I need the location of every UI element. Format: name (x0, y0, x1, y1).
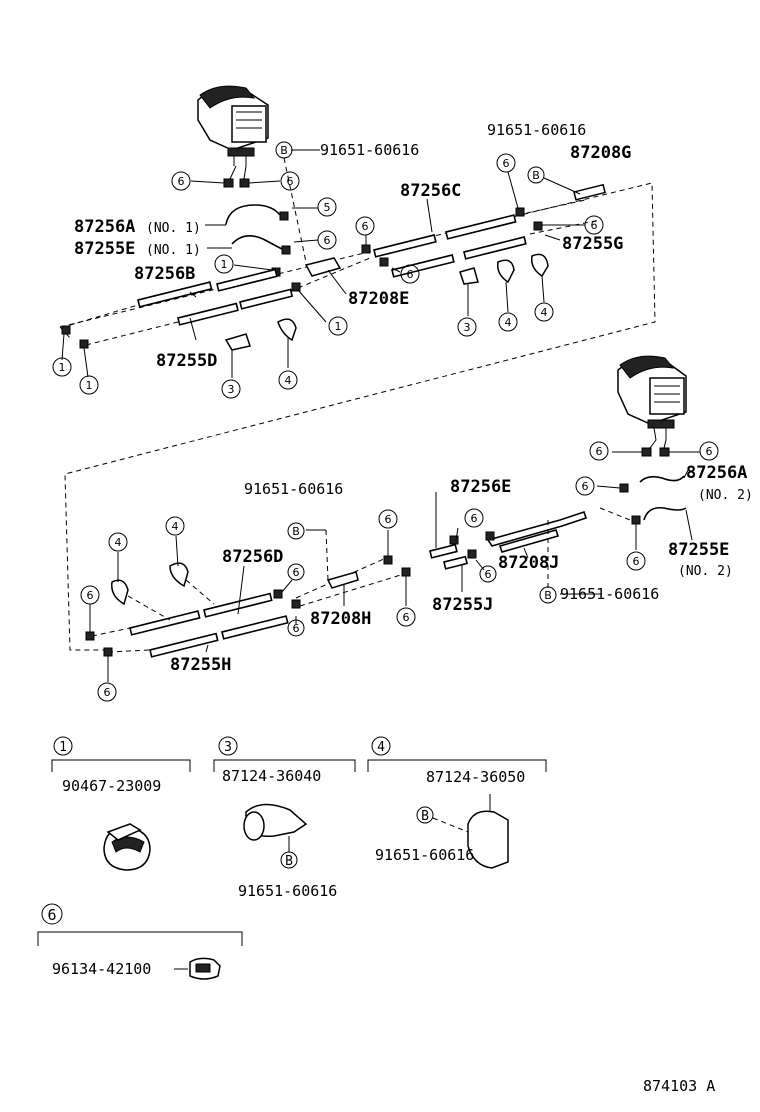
marker-6: 6 (104, 686, 111, 699)
label-87256e: 87256E (450, 477, 511, 497)
part-labels-bottom: 91651-60616 87256D 87255H 87208H 87256E … (170, 463, 753, 675)
marker-1: 1 (59, 361, 66, 374)
label-87255e-no1: 87255E (74, 239, 135, 259)
marker-6: 6 (287, 175, 294, 188)
marker-5: 5 (324, 201, 331, 214)
legend-key-4: 4 87124-36050 B 91651-60616 (367, 736, 547, 869)
label-91651-60616-d: 91651-60616 (560, 585, 659, 603)
marker-b: B (532, 169, 540, 182)
label-87255h: 87255H (170, 655, 231, 675)
actuator-unit-top (197, 85, 269, 166)
label-87256a-no1: 87256A (74, 217, 135, 237)
figure-code: 874103 A (643, 1077, 715, 1095)
svg-text:6: 6 (47, 906, 56, 924)
marker-1: 1 (86, 379, 93, 392)
marker-4: 4 (505, 316, 512, 329)
legend-3-part: 87124-36040 (222, 767, 321, 785)
marker-6: 6 (403, 611, 410, 624)
legend-4-part: 87124-36050 (426, 768, 525, 786)
bottom-tube-set (91, 510, 588, 658)
label-87256a-no2: 87256A (686, 463, 747, 483)
top-leaders (61, 149, 585, 378)
label-87208j: 87208J (498, 553, 559, 573)
marker-6: 6 (582, 480, 589, 493)
label-87255d: 87255D (156, 351, 217, 371)
legend-4-bolt: 91651-60616 (375, 846, 474, 864)
marker-6: 6 (362, 220, 369, 233)
label-91651-60616-b: 91651-60616 (487, 121, 586, 139)
marker-6: 6 (178, 175, 185, 188)
marker-4: 4 (285, 374, 292, 387)
label-no2-b: (NO. 2) (678, 564, 733, 579)
label-91651-60616-a: 91651-60616 (320, 141, 419, 159)
marker-6: 6 (87, 589, 94, 602)
actuator-unit-right (617, 355, 687, 441)
marker-4: 4 (172, 520, 179, 533)
marker-b: B (280, 144, 288, 157)
legend-key-1: 1 90467-23009 (51, 736, 191, 871)
label-87255j: 87255J (432, 595, 493, 615)
marker-1: 1 (221, 258, 228, 271)
marker-6: 6 (324, 234, 331, 247)
top-tube-set (69, 199, 601, 346)
marker-1: 1 (335, 320, 342, 333)
marker-b: B (292, 525, 300, 538)
bottom-leaders (89, 492, 602, 682)
legend-6-part: 96134-42100 (52, 960, 151, 978)
label-no1-b: (NO. 1) (146, 243, 201, 258)
label-87208h: 87208H (310, 609, 371, 629)
label-87256d: 87256D (222, 547, 283, 567)
marker-6: 6 (633, 555, 640, 568)
part-labels-top: 87256A (NO. 1) 87255E (NO. 1) 87256B 872… (74, 121, 631, 371)
label-87256c: 87256C (400, 181, 461, 201)
marker-6: 6 (471, 512, 478, 525)
legend-key-3: 3 87124-36040 B 91651-60616 (213, 736, 356, 900)
marker-6: 6 (293, 622, 300, 635)
right-hose-group (596, 439, 700, 550)
label-91651-60616-c: 91651-60616 (244, 480, 343, 498)
bottom-clamps (111, 535, 215, 621)
svg-text:3: 3 (224, 740, 232, 755)
top-hose-group (190, 165, 291, 277)
marker-4: 4 (115, 536, 122, 549)
label-87256b: 87256B (134, 264, 195, 284)
marker-b: B (544, 589, 552, 602)
legend-1-part: 90467-23009 (62, 777, 161, 795)
marker-3: 3 (464, 321, 471, 334)
label-no1-a: (NO. 1) (146, 221, 201, 236)
label-87255g: 87255G (562, 234, 623, 254)
top-clamps (224, 253, 549, 378)
marker-6: 6 (485, 568, 492, 581)
marker-4: 4 (541, 306, 548, 319)
marker-6: 6 (385, 513, 392, 526)
marker-3: 3 (228, 383, 235, 396)
marker-circles: 6 6 5 6 1 1 1 1 3 4 B 6 6 6 B 6 3 4 4 6 … (52, 141, 719, 702)
svg-text:1: 1 (59, 740, 67, 755)
marker-6: 6 (503, 157, 510, 170)
marker-6: 6 (706, 445, 713, 458)
legend-3-bolt: 91651-60616 (238, 882, 337, 900)
marker-6: 6 (407, 268, 414, 281)
marker-6: 6 (591, 219, 598, 232)
label-87208g: 87208G (570, 143, 631, 163)
marker-6: 6 (596, 445, 603, 458)
label-87255e-no2: 87255E (668, 540, 729, 560)
label-no2-a: (NO. 2) (698, 488, 753, 503)
legend-key-6: 6 96134-42100 (37, 903, 243, 980)
label-87208e: 87208E (348, 289, 409, 309)
svg-text:4: 4 (377, 740, 385, 755)
svg-text:B: B (421, 809, 429, 824)
svg-text:B: B (285, 854, 293, 869)
marker-6: 6 (293, 566, 300, 579)
